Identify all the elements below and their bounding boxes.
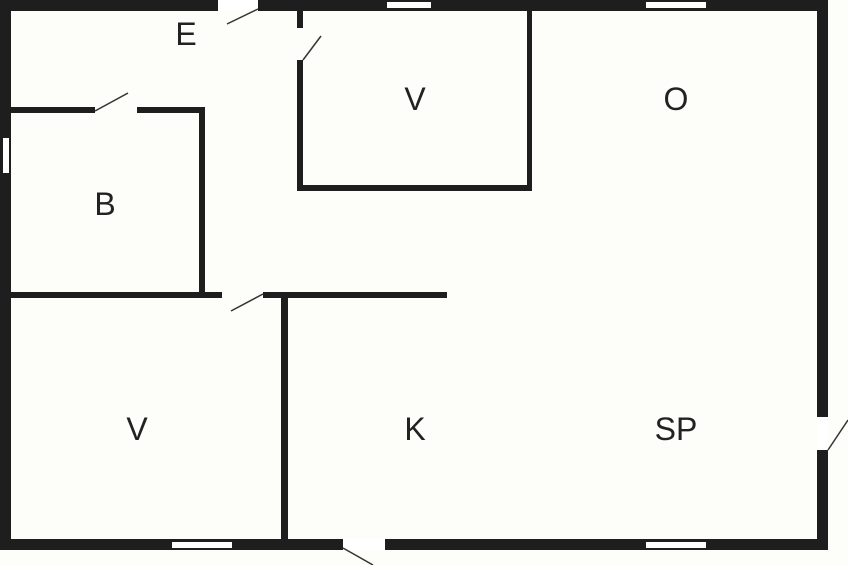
room-label-bedroom-top: V <box>404 81 426 117</box>
right-wall-lower <box>817 450 828 550</box>
interior-walls <box>11 11 532 540</box>
door-swings <box>94 8 848 565</box>
bottom-door-opening <box>343 539 385 550</box>
room-label-kitchen: K <box>404 411 425 447</box>
window-top-1 <box>387 2 431 8</box>
bottom-wall-right <box>385 539 828 550</box>
window-left <box>3 138 9 173</box>
room-labels: E V O B V K SP <box>94 16 697 447</box>
entrance-door-opening <box>218 0 258 11</box>
wall-v-bottom-right <box>281 292 288 540</box>
room-label-bedroom-bottom: V <box>126 411 148 447</box>
wall-b-top-left <box>11 107 95 113</box>
wall-mid-left <box>11 292 222 298</box>
room-label-dining: SP <box>655 411 698 447</box>
room-label-bathroom: B <box>94 186 115 222</box>
window-top-2 <box>646 2 706 8</box>
right-wall-upper <box>817 0 828 417</box>
windows <box>3 2 706 548</box>
left-wall <box>0 0 11 550</box>
right-door-opening <box>817 417 828 450</box>
window-bottom-1 <box>172 542 232 548</box>
entrance-door-swing <box>226 8 259 25</box>
wall-b-top-right <box>137 107 205 113</box>
b-door-swing <box>94 92 129 112</box>
bottom-wall-left <box>0 539 343 550</box>
top-wall-right <box>258 0 828 11</box>
room-label-open-area: O <box>664 81 689 117</box>
window-bottom-2 <box>646 542 706 548</box>
v-top-door-swing <box>302 35 322 61</box>
wall-v-top-right <box>527 11 532 191</box>
wall-v-top-left-stub <box>297 11 303 28</box>
right-door-swing <box>827 419 848 451</box>
v-bottom-door-swing <box>230 293 264 312</box>
outer-walls <box>0 0 828 550</box>
room-label-entrance: E <box>175 16 196 52</box>
wall-mid-right <box>263 292 447 298</box>
bottom-door-swing <box>342 547 374 565</box>
top-wall-left <box>0 0 218 11</box>
door-openings <box>218 0 828 550</box>
wall-v-top-bottom <box>297 185 532 191</box>
wall-b-right <box>199 107 205 298</box>
wall-v-top-left <box>297 60 303 191</box>
